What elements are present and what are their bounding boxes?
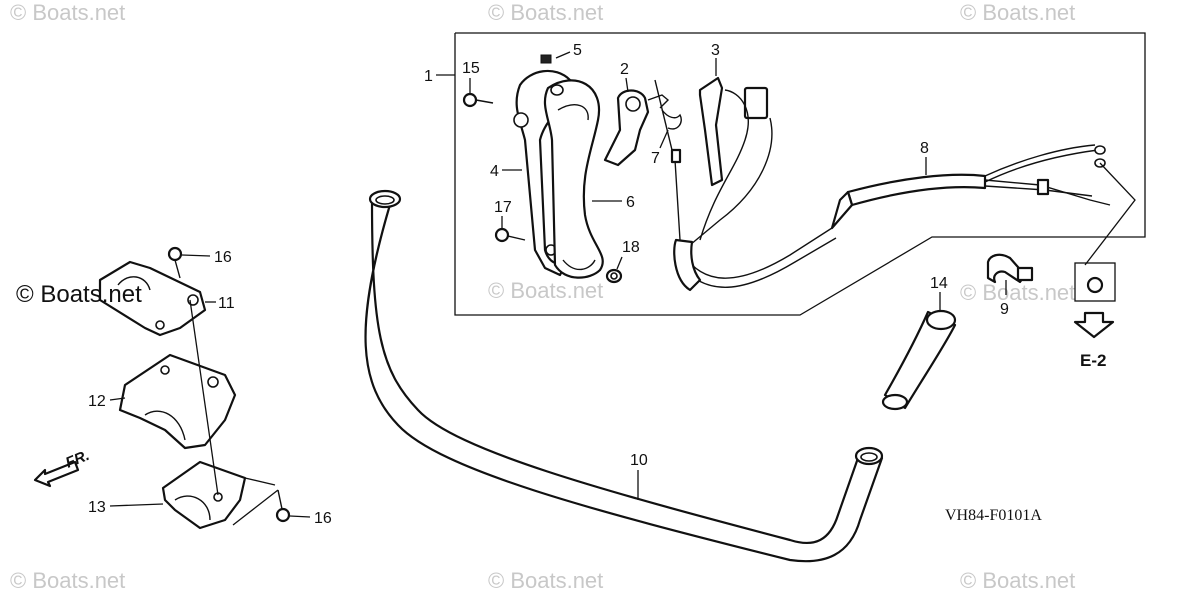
watermark-bottom-left: © Boats.net <box>10 568 125 593</box>
control-cover-part-6 <box>543 79 604 279</box>
clip-part-5 <box>540 54 552 64</box>
diagram-code: VH84-F0101A <box>945 507 1042 524</box>
throttle-lever-part-2 <box>603 89 670 167</box>
screw-part-15 <box>462 92 494 108</box>
callout-13: 13 <box>88 499 106 516</box>
grip-part-14 <box>881 309 957 411</box>
watermark-top-left: © Boats.net <box>10 0 125 25</box>
callout-1: 1 <box>424 68 433 85</box>
callout-12: 12 <box>88 393 106 410</box>
callout-18: 18 <box>622 239 640 256</box>
callout-2: 2 <box>620 61 629 78</box>
throttle-cable-part-8 <box>675 144 1136 288</box>
spring-part-7 <box>654 79 682 151</box>
callout-3: 3 <box>711 42 720 59</box>
callouts: 1 2 3 4 5 6 7 8 9 10 11 12 13 14 15 16 1 <box>88 42 1009 527</box>
callout-14: 14 <box>930 275 948 292</box>
cable-clamp-part-9 <box>986 253 1034 284</box>
callout-16-upper: 16 <box>214 249 232 266</box>
watermark-bottom-center: © Boats.net <box>488 568 603 593</box>
front-marker-label: FR. <box>63 447 92 472</box>
bolt-e2 <box>1074 262 1116 302</box>
reference-e2-label: E-2 <box>1080 351 1106 370</box>
screw-part-17 <box>494 227 526 243</box>
callout-4: 4 <box>490 163 499 180</box>
watermark-top-right: © Boats.net <box>960 0 1075 25</box>
callout-15: 15 <box>462 60 480 77</box>
callout-6: 6 <box>626 194 635 211</box>
bracket-lower-part-13 <box>161 460 247 530</box>
handle-tube-part-10 <box>364 189 884 563</box>
callout-10: 10 <box>630 452 648 469</box>
stop-switch-part-3 <box>670 76 773 292</box>
reference-arrow-icon <box>1073 311 1115 339</box>
bracket-leader-lines <box>189 299 279 526</box>
watermark-main: © Boats.net <box>16 281 142 308</box>
bracket-middle-part-12 <box>118 353 237 450</box>
callout-17: 17 <box>494 199 512 216</box>
nut-part-18 <box>605 268 623 284</box>
assembly-outline <box>454 32 1146 316</box>
callout-7: 7 <box>651 150 660 167</box>
front-direction-arrow-icon <box>33 460 80 488</box>
bolt-upper-part-16 <box>167 246 183 279</box>
callout-5: 5 <box>573 42 582 59</box>
watermark-middle-center: © Boats.net <box>488 278 603 303</box>
watermark-middle-right: © Boats.net <box>960 280 1075 305</box>
watermark-top-center: © Boats.net <box>488 0 603 25</box>
callout-16-lower: 16 <box>314 510 332 527</box>
callout-9: 9 <box>1000 301 1009 318</box>
callout-11: 11 <box>218 295 235 312</box>
callout-8: 8 <box>920 140 929 157</box>
bolt-lower-part-16 <box>275 489 291 523</box>
watermark-bottom-right: © Boats.net <box>960 568 1075 593</box>
